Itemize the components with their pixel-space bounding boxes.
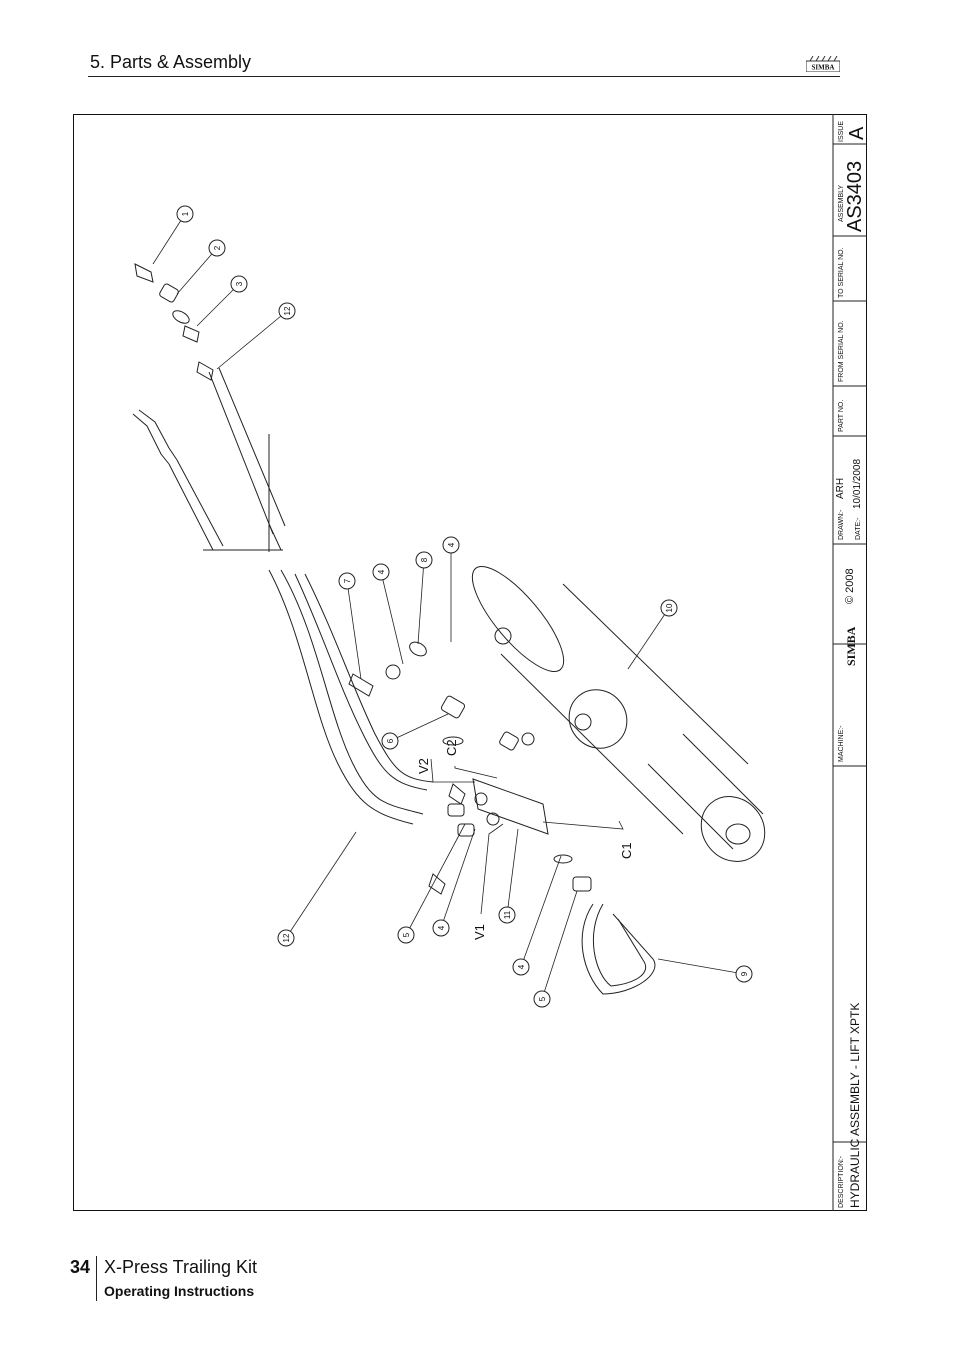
drawn-value: ARH	[835, 478, 846, 499]
svg-text:10: 10	[665, 603, 674, 612]
svg-text:1: 1	[181, 211, 190, 216]
callout-10: 10	[660, 599, 678, 617]
svg-text:4: 4	[517, 964, 526, 969]
description-value: HYDRAULIC ASSEMBLY - LIFT XPTK	[848, 1003, 862, 1208]
svg-text:9: 9	[740, 971, 749, 976]
svg-text:12: 12	[282, 933, 291, 942]
description-label: DESCRIPTION:-	[838, 1155, 845, 1208]
callout-4-a: 4	[372, 563, 390, 581]
date-label: DATE:-	[855, 517, 862, 540]
svg-text:7: 7	[343, 578, 352, 583]
exploded-parts-drawing	[132, 114, 867, 1211]
date-value: 10/01/2008	[852, 459, 863, 509]
port-label-v1: V1	[472, 924, 487, 940]
svg-text:5: 5	[538, 996, 547, 1001]
port-label-v2: V2	[416, 758, 431, 774]
callout-layer: 1 2 3 12 4 7 8 4 10 6 12 5 4 11 4 5 9 V2…	[176, 121, 867, 1208]
callout-3: 3	[230, 275, 248, 293]
assembly-number: AS3403	[844, 161, 866, 232]
callout-4-c: 4	[432, 919, 450, 937]
callout-4-b: 4	[442, 536, 460, 554]
callout-6: 6	[381, 732, 399, 750]
svg-text:2: 2	[213, 245, 222, 250]
svg-text:SIMBA: SIMBA	[812, 64, 835, 72]
svg-text:8: 8	[420, 557, 429, 562]
section-title: 5. Parts & Assembly	[90, 52, 252, 72]
drawing-frame	[73, 114, 867, 1211]
from-serial-label: FROM SERIAL NO.	[838, 320, 845, 382]
header-divider	[88, 76, 840, 77]
page-number: 34	[70, 1257, 91, 1277]
issue-value: A	[846, 126, 867, 140]
title-block-brand: SIMBA	[844, 626, 858, 666]
port-label-c1: C1	[619, 842, 634, 859]
svg-text:4: 4	[437, 925, 446, 930]
issue-label: ISSUE	[838, 121, 845, 142]
svg-text:6: 6	[386, 738, 395, 743]
callout-12-lower: 12	[277, 929, 295, 947]
document-title: X-Press Trailing Kit	[104, 1257, 258, 1277]
callout-bubbles	[0, 0, 954, 18]
machine-label: MACHINE:-	[838, 725, 845, 762]
svg-text:3: 3	[235, 281, 244, 286]
svg-text:5: 5	[402, 932, 411, 937]
callout-5-a: 5	[397, 926, 415, 944]
svg-text:4: 4	[377, 569, 386, 574]
callout-12-upper: 12	[278, 302, 296, 320]
assembly-label: ASSEMBLY	[838, 184, 845, 222]
footer-divider	[96, 1256, 97, 1301]
svg-text:11: 11	[503, 910, 512, 919]
svg-text:12: 12	[283, 306, 292, 315]
part-no-label: PART NO.	[838, 400, 845, 432]
callout-11: 11	[498, 906, 516, 924]
to-serial-label: TO SERIAL NO.	[838, 247, 845, 298]
document-subtitle: Operating Instructions	[104, 1283, 255, 1299]
port-label-c2: C2	[444, 739, 459, 756]
drawn-label: DRAWN:-	[838, 509, 845, 540]
callout-1: 1	[176, 205, 194, 223]
callout-2: 2	[208, 239, 226, 257]
callout-7: 7	[338, 572, 356, 590]
callout-9: 9	[735, 965, 753, 983]
simba-logo: SIMBA	[806, 56, 840, 72]
callout-5-b: 5	[533, 990, 551, 1008]
svg-text:4: 4	[447, 542, 456, 547]
copyright: © 2008	[844, 568, 856, 604]
callout-8: 8	[415, 551, 433, 569]
callout-4-d: 4	[512, 958, 530, 976]
